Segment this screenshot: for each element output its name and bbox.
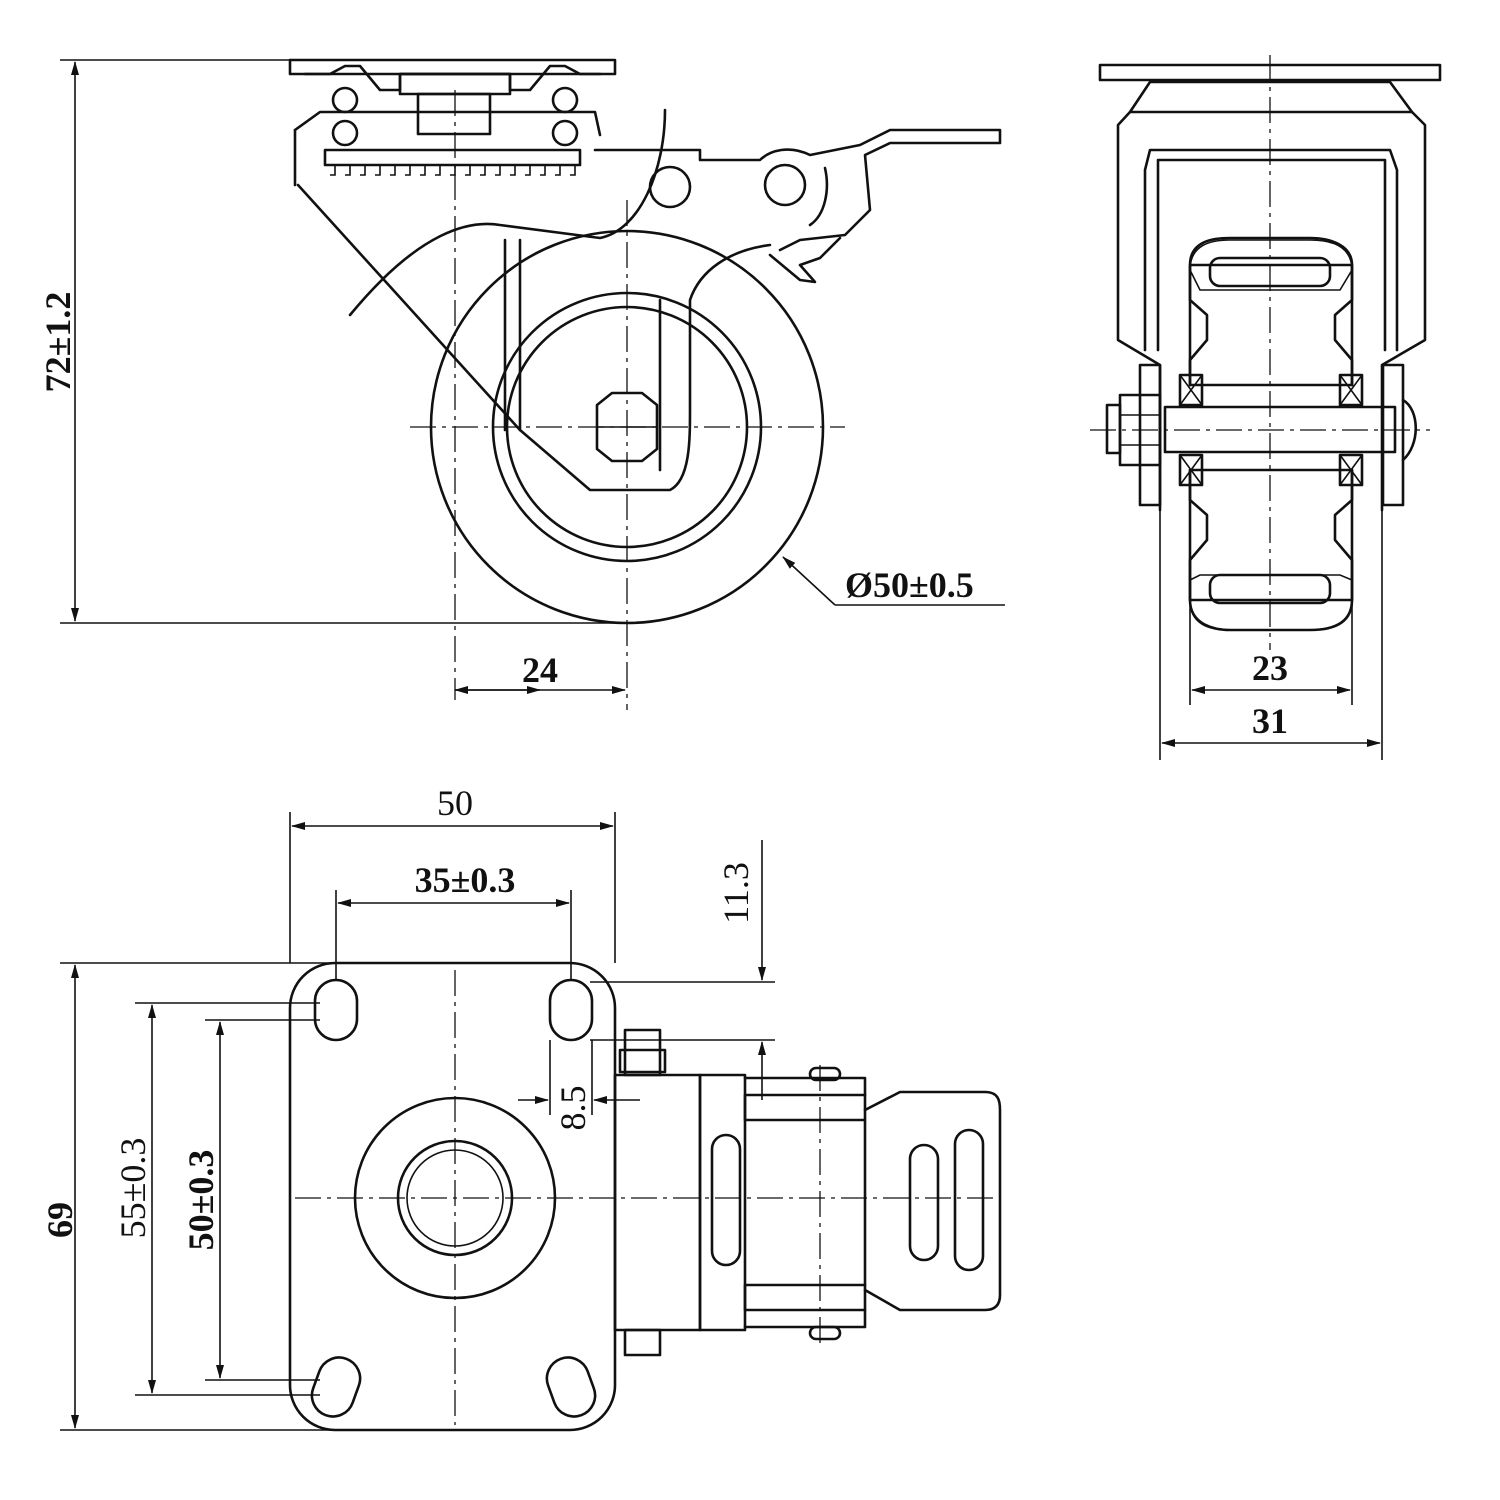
side-kingpin — [416, 92, 492, 136]
side-ball-2 — [551, 86, 579, 114]
side-fork-curve — [348, 108, 667, 317]
side-swivel-race — [303, 64, 602, 92]
hole-outer-spacing-label: 55±0.3 — [113, 1138, 153, 1239]
side-brake-lever — [593, 128, 1002, 252]
side-pivot-2 — [763, 163, 807, 207]
plate-width-label: 50 — [437, 783, 473, 823]
front-wheel-upper-outline — [1188, 236, 1354, 387]
top-slot-top-right — [548, 978, 594, 1042]
side-fork-front-edge — [296, 183, 522, 432]
slot-length-label: 11.3 — [716, 862, 756, 924]
front-view: 23 31 — [1090, 55, 1442, 760]
side-ball-3 — [331, 119, 359, 147]
tread-width-label: 23 — [1252, 648, 1288, 688]
overall-width-label: 31 — [1252, 701, 1288, 741]
top-brake-pedal — [863, 1090, 1002, 1312]
top-slot-bottom-right — [545, 1356, 597, 1418]
front-swivel-housing — [1128, 80, 1414, 114]
diameter-dimension-label: Ø50±0.5 — [845, 565, 974, 605]
slot-width-label: 8.5 — [553, 1086, 593, 1131]
height-dimension-label: 72±1.2 — [38, 292, 78, 393]
hole-spacing-x-label: 35±0.3 — [415, 860, 516, 900]
side-pivot-1 — [648, 165, 692, 209]
side-view: 72±1.2 Ø50±0.5 24 — [38, 58, 1005, 710]
top-slot-top-left — [313, 978, 359, 1042]
top-plate — [288, 961, 617, 1432]
plate-height-label: 69 — [40, 1202, 80, 1238]
top-slot-bottom-left — [310, 1356, 362, 1418]
side-ball-1 — [331, 86, 359, 114]
top-view: 50 35±0.3 69 55±0.3 50±0.3 11.3 — [40, 783, 1002, 1432]
side-fork-rear — [518, 243, 772, 492]
side-hex-nut — [595, 391, 659, 463]
front-wheel-lower-outline — [1188, 468, 1354, 632]
side-ball-4 — [551, 119, 579, 147]
offset-dimension-label: 24 — [522, 650, 558, 690]
hole-inner-spacing-label: 50±0.3 — [181, 1150, 221, 1251]
